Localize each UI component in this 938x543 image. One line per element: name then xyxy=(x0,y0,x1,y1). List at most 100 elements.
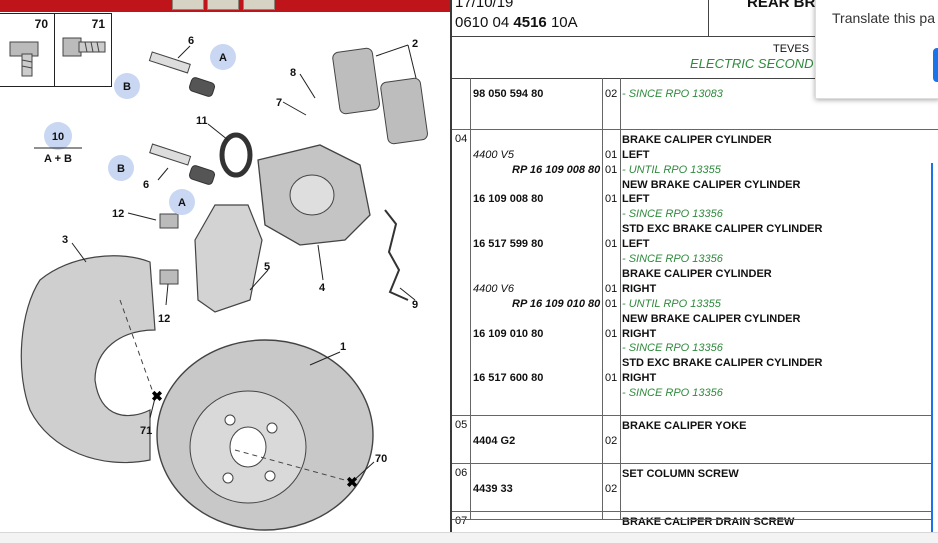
table-row-divider xyxy=(452,519,938,520)
backing-plate[interactable] xyxy=(20,255,156,464)
part-description: LEFT xyxy=(622,193,650,206)
part-reference[interactable]: 16 109 008 80 xyxy=(473,193,544,206)
brake-pad[interactable] xyxy=(332,47,380,115)
part-reference[interactable]: 98 050 594 80 xyxy=(473,88,544,100)
part-quantity: 01 xyxy=(605,163,618,176)
part-reference[interactable]: 4400 V6 xyxy=(473,282,514,295)
part-description: - SINCE RPO 13356 xyxy=(622,253,723,265)
group-number: 07 xyxy=(455,514,468,527)
brand-label: TEVES xyxy=(773,43,810,55)
part-description: - SINCE RPO 13356 xyxy=(622,342,723,355)
callout-9[interactable]: 9 xyxy=(412,299,418,311)
part-description: - SINCE RPO 13083 xyxy=(622,88,723,100)
callout-70[interactable]: 70 xyxy=(375,453,387,465)
part-quantity: 01 xyxy=(605,193,618,206)
part-reference[interactable]: RP 16 109 008 80 xyxy=(512,163,601,176)
callout-10-sub: A + B xyxy=(44,153,72,165)
part-reference[interactable]: 4439 33 xyxy=(473,482,513,495)
translate-popup[interactable]: Translate this pa xyxy=(815,0,938,99)
part-quantity: 01 xyxy=(605,297,618,310)
callout-11[interactable]: 11 xyxy=(196,115,208,127)
section-title: REAR BR xyxy=(747,0,816,11)
callout-1[interactable]: 1 xyxy=(340,341,346,353)
callout-4[interactable]: 4 xyxy=(319,282,326,294)
part-quantity: 02 xyxy=(605,434,618,447)
callout-6[interactable]: 6 xyxy=(143,179,149,191)
callout-6[interactable]: 6 xyxy=(188,35,194,47)
thumbnail-part-70[interactable]: 70 xyxy=(0,13,55,87)
callout-7[interactable]: 7 xyxy=(276,97,282,109)
parts-list-panel: 17/10/19 0610 04 4516 10A REAR BR TEVES … xyxy=(452,0,938,542)
table-column-divider xyxy=(602,78,603,520)
part-quantity: 01 xyxy=(605,148,618,161)
part-reference[interactable]: 4404 G2 xyxy=(473,434,516,447)
part-reference[interactable]: 16 109 010 80 xyxy=(473,327,544,340)
thumbnail-label: 71 xyxy=(91,17,105,31)
part-quantity: 01 xyxy=(605,238,618,251)
callout-71[interactable]: 71 xyxy=(140,425,152,437)
part-quantity: 01 xyxy=(605,327,618,340)
part-description: - UNTIL RPO 13355 xyxy=(622,163,721,176)
part-description: STD EXC BRAKE CALIPER CYLINDER xyxy=(622,357,823,370)
table-column-divider xyxy=(470,78,471,520)
side-panel-edge[interactable] xyxy=(931,163,938,542)
part-quantity: 01 xyxy=(605,372,618,385)
panel-divider[interactable] xyxy=(450,0,452,542)
part-reference[interactable]: 16 517 600 80 xyxy=(473,372,544,385)
callout-5[interactable]: 5 xyxy=(264,261,270,273)
group-number: 06 xyxy=(455,466,468,479)
part-quantity: 01 xyxy=(605,282,618,295)
zoom-out-icon[interactable] xyxy=(207,0,239,10)
callout-10[interactable]: 10 xyxy=(52,131,64,143)
section-subtitle: ELECTRIC SECOND xyxy=(690,56,814,71)
part-description: NEW BRAKE CALIPER CYLINDER xyxy=(622,178,801,191)
callout-3[interactable]: 3 xyxy=(62,234,68,246)
part-description: - SINCE RPO 13356 xyxy=(622,387,723,400)
part-reference[interactable]: 16 517 599 80 xyxy=(473,238,544,251)
badge-a[interactable]: A xyxy=(219,52,227,64)
table-row-divider xyxy=(452,462,938,464)
seal-ring[interactable] xyxy=(219,132,253,178)
callout-12[interactable]: 12 xyxy=(112,208,124,220)
group-number: 05 xyxy=(455,419,468,431)
part-description: RIGHT xyxy=(622,372,657,385)
part-description: BRAKE CALIPER CYLINDER xyxy=(622,133,772,146)
cross-icon: ✖ xyxy=(151,388,163,404)
thumbnail-label: 70 xyxy=(34,17,48,31)
part-description: BRAKE CALIPER CYLINDER xyxy=(622,267,772,280)
badge-a[interactable]: A xyxy=(178,197,186,209)
part-description: RIGHT xyxy=(622,282,657,295)
part-description: SET COLUMN SCREW xyxy=(622,467,739,480)
horizontal-scrollbar[interactable] xyxy=(0,532,938,543)
badge-b[interactable]: B xyxy=(117,163,125,175)
callout-8[interactable]: 8 xyxy=(290,67,296,79)
zoom-in-icon[interactable] xyxy=(172,0,204,10)
caliper-bracket[interactable] xyxy=(194,204,263,313)
translate-button[interactable] xyxy=(933,48,938,82)
part-description: LEFT xyxy=(622,238,650,251)
screw-icon xyxy=(9,41,39,77)
callout-12[interactable]: 12 xyxy=(158,313,170,325)
bolt-icon xyxy=(62,37,106,57)
part-description: - SINCE RPO 13356 xyxy=(622,208,723,221)
group-badge-10[interactable] xyxy=(44,122,72,150)
part-reference[interactable]: RP 16 109 010 80 xyxy=(512,297,601,310)
parts-diagram-panel: 70 71 xyxy=(0,0,450,542)
catalog-date: 17/10/19 xyxy=(455,0,514,11)
part-description: - UNTIL RPO 13355 xyxy=(622,297,721,310)
badge-b[interactable]: B xyxy=(123,81,131,93)
group-number: 04 xyxy=(455,132,468,145)
brake-pad[interactable] xyxy=(380,77,428,145)
part-description: NEW BRAKE CALIPER CYLINDER xyxy=(622,312,801,325)
part-quantity: 02 xyxy=(605,88,618,100)
part-description: BRAKE CALIPER YOKE xyxy=(622,420,747,432)
zoom-fit-icon[interactable] xyxy=(243,0,275,10)
part-description: LEFT xyxy=(622,148,650,161)
retaining-spring[interactable] xyxy=(384,209,409,301)
part-reference[interactable]: 4400 V5 xyxy=(473,148,514,161)
table-row-divider xyxy=(452,510,938,512)
cross-icon: ✖ xyxy=(346,474,358,490)
callout-2[interactable]: 2 xyxy=(412,38,418,50)
part-description: STD EXC BRAKE CALIPER CYLINDER xyxy=(622,223,823,236)
thumbnail-part-71[interactable]: 71 xyxy=(54,13,112,87)
